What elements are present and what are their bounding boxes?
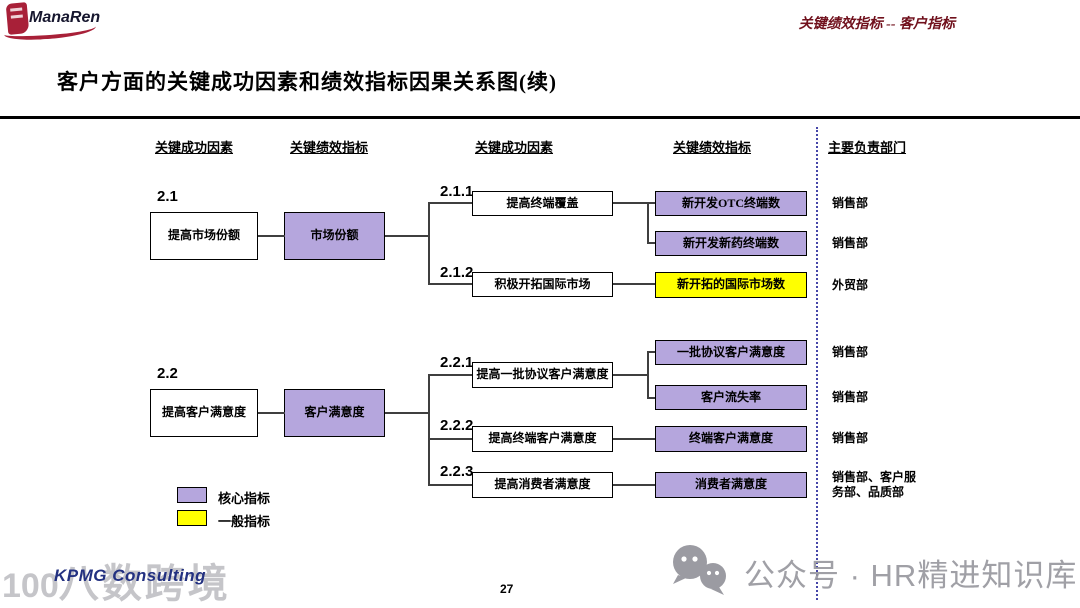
connector: [429, 374, 472, 376]
sub-id: 2.2.1: [440, 354, 474, 371]
kpi-leaf-box: 新开发新药终端数: [655, 231, 807, 256]
sub-csf-box: 积极开拓国际市场: [472, 272, 613, 297]
col-header-csf-2: 关键成功因素: [475, 140, 554, 155]
connector: [385, 412, 429, 414]
dept-label: 销售部: [832, 345, 869, 359]
sub-csf-box: 提高一批协议客户满意度: [472, 362, 613, 388]
legend-core-swatch: [177, 487, 207, 503]
legend-general-swatch: [177, 510, 207, 526]
title-divider: [0, 116, 1080, 119]
legend-general-label: 一般指标: [218, 514, 271, 529]
kpi-leaf-box: 一批协议客户满意度: [655, 340, 807, 365]
watermark-left: 100八数跨境: [2, 551, 231, 608]
page-number: 27: [500, 582, 514, 596]
dept-label: 销售部: [832, 236, 869, 250]
dept-label: 销售部: [832, 196, 869, 210]
sub-id: 2.2.2: [440, 417, 474, 434]
connector: [647, 397, 655, 399]
connector: [613, 438, 655, 440]
kpi-leaf-box: 新开发OTC终端数: [655, 191, 807, 216]
col-header-csf-1: 关键成功因素: [155, 140, 234, 155]
kpi-leaf-box: 客户流失率: [655, 385, 807, 410]
sub-csf-box: 提高终端客户满意度: [472, 426, 613, 452]
connector: [429, 283, 472, 285]
kpi-leaf-box: 终端客户满意度: [655, 426, 807, 452]
kpmg-logo-text: KPMG Consulting: [54, 566, 206, 585]
sub-id: 2.2.3: [440, 463, 474, 480]
connector: [647, 242, 655, 244]
watermark-left-text: 八数跨境: [58, 562, 231, 606]
kpi-box: 市场份额: [284, 212, 385, 260]
slide-corner-label: 关键绩效指标 -- 客户指标: [798, 17, 955, 32]
connector: [258, 235, 285, 237]
col-header-kpi-1: 关键绩效指标: [290, 140, 369, 155]
sub-id: 2.1.1: [440, 183, 474, 200]
connector: [385, 235, 429, 237]
watermark-left-mark: 100: [2, 567, 59, 605]
connector: [647, 202, 649, 244]
col-header-kpi-2: 关键绩效指标: [673, 140, 752, 155]
logo-text: ManaRen: [29, 9, 101, 26]
wechat-icon: [664, 542, 736, 607]
page-title: 客户方面的关键成功因素和绩效指标因果关系图(续): [57, 70, 557, 94]
dept-label: 销售部: [832, 390, 869, 404]
dept-label: 外贸部: [832, 278, 869, 292]
connector: [428, 374, 430, 486]
connector: [647, 351, 655, 353]
legend-core-label: 核心指标: [218, 491, 271, 506]
connector: [429, 484, 472, 486]
dept-label: 销售部: [832, 431, 869, 445]
kpi-box: 客户满意度: [284, 389, 385, 437]
kpi-leaf-box: 消费者满意度: [655, 472, 807, 498]
csf-box: 提高市场份额: [150, 212, 258, 260]
cluster-id: 2.2: [157, 365, 178, 382]
sub-csf-box: 提高消费者满意度: [472, 472, 613, 498]
connector: [258, 412, 285, 414]
cluster-id: 2.1: [157, 188, 178, 205]
connector: [429, 438, 472, 440]
sub-csf-box: 提高终端覆盖: [472, 191, 613, 216]
connector: [613, 283, 655, 285]
connector: [613, 202, 655, 204]
kpi-leaf-box: 新开拓的国际市场数: [655, 272, 807, 298]
connector: [647, 351, 649, 399]
col-header-dept: 主要负责部门: [828, 140, 907, 155]
connector: [613, 484, 655, 486]
watermark-right: 公众号 · HR精进知识库: [744, 558, 1078, 593]
connector: [613, 374, 649, 376]
dept-separator-dashed-line: [816, 127, 818, 600]
sub-id: 2.1.2: [440, 264, 474, 281]
dept-label: 销售部、客户服务部、品质部: [832, 470, 917, 499]
connector: [428, 202, 430, 285]
connector: [429, 202, 472, 204]
csf-box: 提高客户满意度: [150, 389, 258, 437]
